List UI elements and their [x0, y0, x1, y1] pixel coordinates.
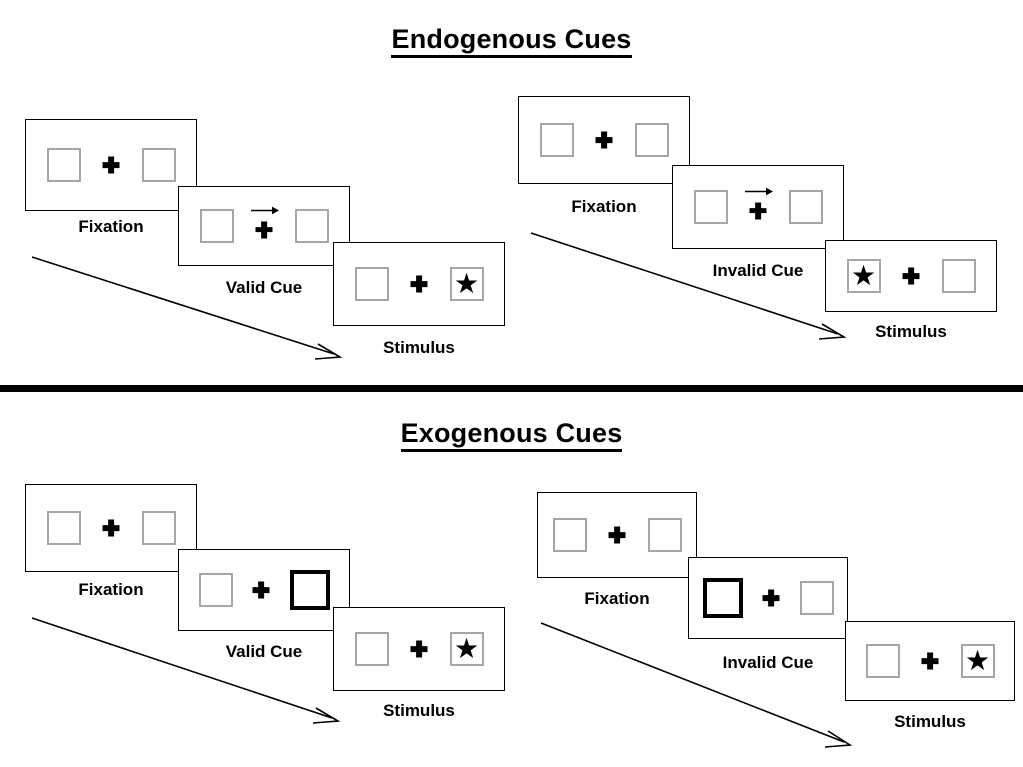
- stimulus-row: [46, 148, 176, 182]
- stimulus-row: [199, 206, 329, 243]
- trial-frame-invalid-cue: [672, 165, 844, 249]
- stimulus-row: [198, 570, 330, 610]
- stimulus-row: ★: [846, 259, 976, 293]
- trial-frame-invalid-cue: [688, 557, 848, 639]
- star-target-icon: ★: [850, 260, 877, 291]
- stage-label-valid-cue: Valid Cue: [225, 278, 303, 297]
- placeholder-box-right: [647, 518, 682, 552]
- trial-frame-stimulus: ★: [825, 240, 997, 312]
- placeholder-box-right: [634, 123, 669, 157]
- trial-frame-fixation: [25, 484, 197, 572]
- placeholder-box-right: [788, 190, 823, 224]
- placeholder-box-left: [552, 518, 587, 552]
- fixation-cross-icon: [922, 653, 939, 670]
- stage-label-stimulus: Stimulus: [383, 338, 455, 357]
- star-target-icon: ★: [453, 268, 480, 299]
- placeholder-box-left: [354, 632, 389, 666]
- placeholder-box-left: [199, 209, 234, 243]
- placeholder-box-right: [141, 148, 176, 182]
- placeholder-box-right: [294, 209, 329, 243]
- stage-label-stimulus: Stimulus: [875, 322, 947, 341]
- section-title-exogenous: Exogenous Cues: [0, 418, 1023, 452]
- stimulus-row: [552, 518, 682, 552]
- stimulus-row: [702, 578, 834, 618]
- stimulus-row: ★: [865, 644, 995, 678]
- section-divider: [0, 385, 1023, 392]
- fixation-cross-icon: [411, 641, 428, 658]
- section-title-exogenous-text: Exogenous Cues: [400, 418, 623, 452]
- fixation-cross-icon: [596, 132, 613, 149]
- placeholder-box-right: [799, 581, 834, 615]
- trial-frame-fixation: [25, 119, 197, 211]
- fixation-cross-icon: [251, 206, 280, 238]
- trial-frame-stimulus: ★: [333, 607, 505, 691]
- trial-frame-fixation: [537, 492, 697, 578]
- trial-frame-valid-cue: [178, 186, 350, 266]
- target-box-right: ★: [960, 644, 995, 678]
- fixation-cross-icon: [411, 276, 428, 293]
- fixation-cross-icon: [103, 520, 120, 537]
- placeholder-box-left: [46, 511, 81, 545]
- trial-frame-fixation: [518, 96, 690, 184]
- fixation-cross-icon: [903, 268, 920, 285]
- target-box-right: ★: [449, 267, 484, 301]
- target-box-right: ★: [449, 632, 484, 666]
- fixation-cross-icon: [745, 187, 774, 219]
- stimulus-row: ★: [354, 632, 484, 666]
- placeholder-box-left: [354, 267, 389, 301]
- stage-label-stimulus: Stimulus: [894, 712, 966, 731]
- fixation-cross-icon: [253, 582, 270, 599]
- stage-label-fixation: Fixation: [584, 589, 650, 608]
- placeholder-box-right: [141, 511, 176, 545]
- stage-label-invalid-cue: Invalid Cue: [722, 653, 814, 672]
- trial-frame-stimulus: ★: [845, 621, 1015, 701]
- stimulus-row: [693, 187, 823, 224]
- stimulus-row: ★: [354, 267, 484, 301]
- fixation-cross-icon: [609, 527, 626, 544]
- section-title-endogenous-text: Endogenous Cues: [391, 24, 632, 58]
- placeholder-box-left: [693, 190, 728, 224]
- section-title-endogenous: Endogenous Cues: [0, 24, 1023, 58]
- trial-frame-valid-cue: [178, 549, 350, 631]
- placeholder-box-right: [941, 259, 976, 293]
- arrow-right-cue-icon: [745, 187, 774, 196]
- star-target-icon: ★: [964, 645, 991, 676]
- star-target-icon: ★: [453, 633, 480, 664]
- placeholder-box-left: [46, 148, 81, 182]
- fixation-cross-icon: [763, 590, 780, 607]
- placeholder-box-left: [539, 123, 574, 157]
- placeholder-box-left: [865, 644, 900, 678]
- stage-label-invalid-cue: Invalid Cue: [712, 261, 804, 280]
- arrow-right-cue-icon: [251, 206, 280, 215]
- target-box-left: ★: [846, 259, 881, 293]
- cued-box-right: [289, 570, 330, 610]
- stage-label-fixation: Fixation: [78, 580, 144, 599]
- trial-frame-stimulus: ★: [333, 242, 505, 326]
- cued-box-left: [702, 578, 743, 618]
- stimulus-row: [539, 123, 669, 157]
- placeholder-box-left: [198, 573, 233, 607]
- stage-label-stimulus: Stimulus: [383, 701, 455, 720]
- stage-label-fixation: Fixation: [78, 217, 144, 236]
- fixation-cross-icon: [103, 157, 120, 174]
- stage-label-fixation: Fixation: [571, 197, 637, 216]
- stage-label-valid-cue: Valid Cue: [225, 642, 303, 661]
- stimulus-row: [46, 511, 176, 545]
